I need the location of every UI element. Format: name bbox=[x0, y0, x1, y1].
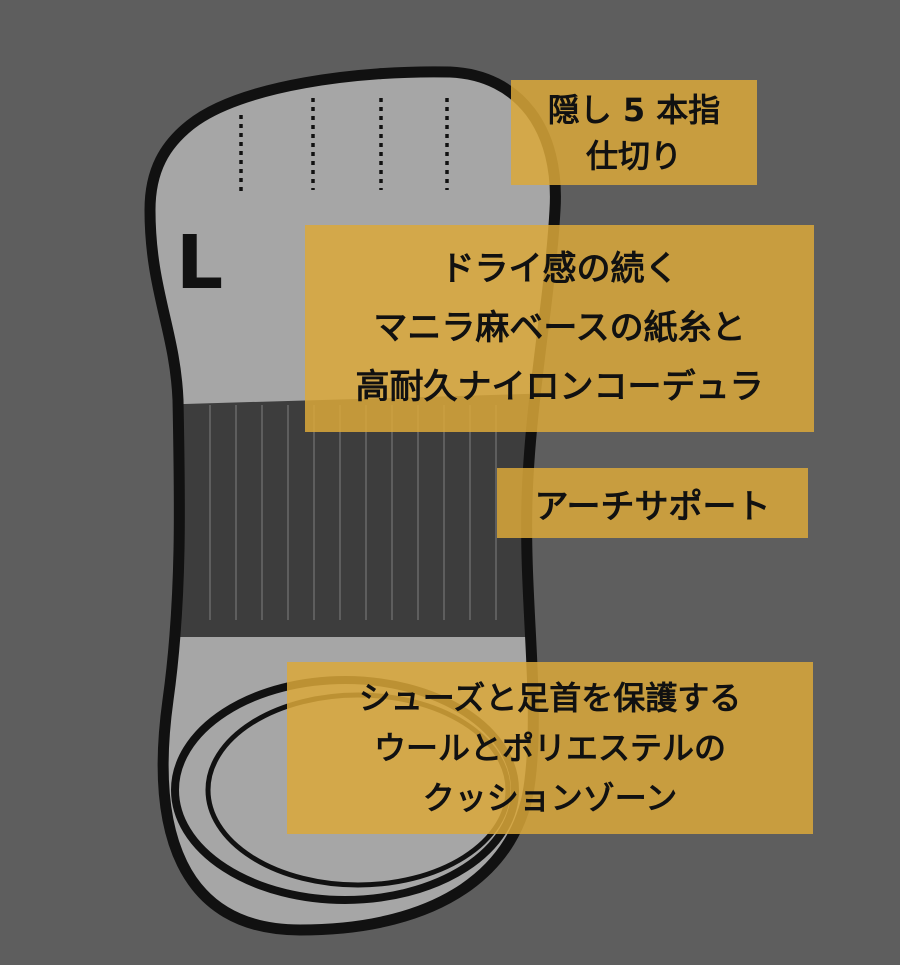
callout-toe-divider: 隠し 5 本指 仕切り bbox=[511, 80, 757, 185]
arch-band-ribs bbox=[209, 405, 497, 620]
toe-divider-lines bbox=[239, 98, 449, 195]
callout-line: 高耐久ナイロンコーデュラ bbox=[355, 367, 764, 407]
callout-heel-cushion: シューズと足首を保護する ウールとポリエステルの クッションゾーン bbox=[287, 662, 813, 834]
callout-upper-material: ドライ感の続く マニラ麻ベースの紙糸と 高耐久ナイロンコーデュラ bbox=[305, 225, 814, 432]
callout-arch-support: アーチサポート bbox=[497, 468, 808, 538]
size-label: L bbox=[176, 220, 223, 306]
arch-band bbox=[150, 393, 556, 637]
callout-line: シューズと足首を保護する bbox=[358, 679, 742, 717]
callout-line: クッションゾーン bbox=[422, 779, 678, 817]
callout-line: 仕切り bbox=[585, 136, 682, 175]
callout-line: 隠し 5 本指 bbox=[547, 90, 721, 129]
callout-line: ドライ感の続く bbox=[440, 249, 679, 289]
callout-line: アーチサポート bbox=[534, 486, 771, 527]
callout-line: ウールとポリエステルの bbox=[373, 729, 726, 767]
callout-line: マニラ麻ベースの紙糸と bbox=[373, 308, 746, 348]
